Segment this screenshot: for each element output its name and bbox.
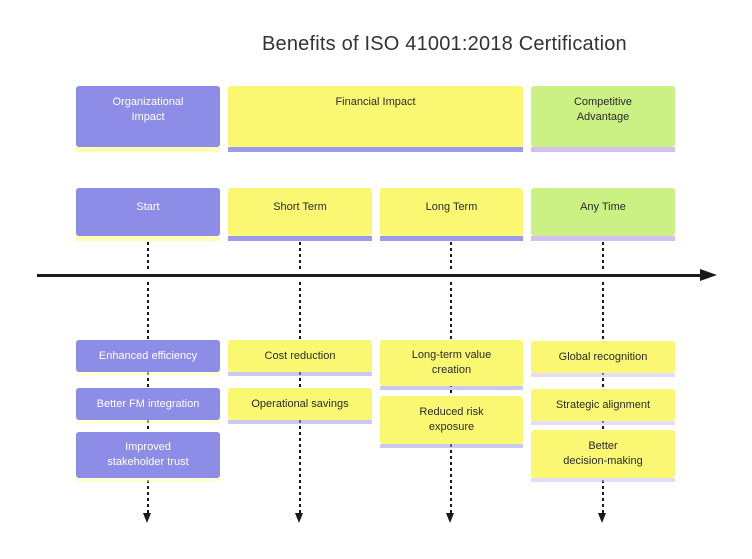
event-label-line: Reduced risk xyxy=(419,406,484,418)
period-box-any-time: Any Time xyxy=(531,188,675,236)
event-label-line: exposure xyxy=(428,421,475,433)
event-shadow-strip xyxy=(76,420,220,424)
event-box-strategic-alignment: Strategic alignment xyxy=(531,389,675,421)
event-shadow-strip xyxy=(380,444,523,448)
event-label-line: Better FM integration xyxy=(96,397,200,410)
event-shadow-strip xyxy=(76,372,220,376)
period-label: Long Term xyxy=(425,201,478,213)
timeline-axis-arrowhead-icon xyxy=(700,269,717,281)
section-box-financial-impact: Financial Impact xyxy=(228,86,523,147)
event-box-enhanced-efficiency: Enhanced efficiency xyxy=(76,340,220,372)
section-shadow-strip xyxy=(228,147,523,152)
down-arrowhead-icon xyxy=(143,513,151,523)
period-label: Short Term xyxy=(273,201,327,213)
down-arrowhead-icon xyxy=(295,513,303,523)
event-box-long-term-value-creation: Long-term value creation xyxy=(380,340,523,386)
event-label-line: Long-term value xyxy=(411,349,492,361)
period-box-start: Start xyxy=(76,188,220,236)
connector-dashed-line xyxy=(450,242,452,269)
section-label-line: Financial Impact xyxy=(335,96,416,108)
section-shadow-strip xyxy=(76,147,220,152)
event-label-line: Cost reduction xyxy=(264,349,336,362)
event-label-line: decision-making xyxy=(563,455,643,467)
connector-dashed-line xyxy=(602,242,604,269)
event-box-cost-reduction: Cost reduction xyxy=(228,340,372,372)
event-label-line: Strategic alignment xyxy=(555,398,651,411)
event-box-global-recognition: Global recognition xyxy=(531,341,675,373)
period-shadow-strip xyxy=(531,236,675,241)
event-shadow-strip xyxy=(76,478,220,482)
connector-dashed-line xyxy=(299,242,301,269)
section-label-line: Advantage xyxy=(576,111,630,123)
period-label: Start xyxy=(136,201,160,213)
event-shadow-strip xyxy=(228,372,372,376)
event-box-better-decision-making: Better decision-making xyxy=(531,430,675,478)
event-label-line: stakeholder trust xyxy=(107,456,189,468)
event-label-line: Improved xyxy=(125,441,171,453)
section-label-line: Organizational xyxy=(112,96,184,108)
period-label: Any Time xyxy=(580,201,626,213)
down-arrowhead-icon xyxy=(446,513,454,523)
event-shadow-strip xyxy=(228,420,372,424)
period-shadow-strip xyxy=(380,236,523,241)
event-label-line: Better xyxy=(588,440,618,452)
event-shadow-strip xyxy=(531,373,675,377)
event-shadow-strip xyxy=(531,421,675,425)
period-shadow-strip xyxy=(76,236,220,241)
period-box-short-term: Short Term xyxy=(228,188,372,236)
event-label-line: Enhanced efficiency xyxy=(98,349,198,362)
event-box-improved-stakeholder-trust: Improved stakeholder trust xyxy=(76,432,220,478)
down-arrowhead-icon xyxy=(598,513,606,523)
diagram-title: Benefits of ISO 41001:2018 Certification xyxy=(262,33,627,55)
connector-dashed-line xyxy=(147,242,149,269)
period-shadow-strip xyxy=(228,236,372,241)
event-box-reduced-risk-exposure: Reduced risk exposure xyxy=(380,396,523,444)
event-box-operational-savings: Operational savings xyxy=(228,388,372,420)
event-shadow-strip xyxy=(380,386,523,390)
section-box-competitive-advantage: Competitive Advantage xyxy=(531,86,675,147)
event-box-better-fm-integration: Better FM integration xyxy=(76,388,220,420)
event-label-line: Global recognition xyxy=(558,350,648,363)
event-shadow-strip xyxy=(531,478,675,482)
section-box-organizational-impact: Organizational Impact xyxy=(76,86,220,147)
section-label-line: Competitive xyxy=(573,96,633,108)
timeline-axis-line xyxy=(37,274,702,277)
period-box-long-term: Long Term xyxy=(380,188,523,236)
event-label-line: Operational savings xyxy=(251,397,349,410)
event-label-line: creation xyxy=(431,364,472,376)
section-shadow-strip xyxy=(531,147,675,152)
section-label-line: Impact xyxy=(131,111,165,123)
